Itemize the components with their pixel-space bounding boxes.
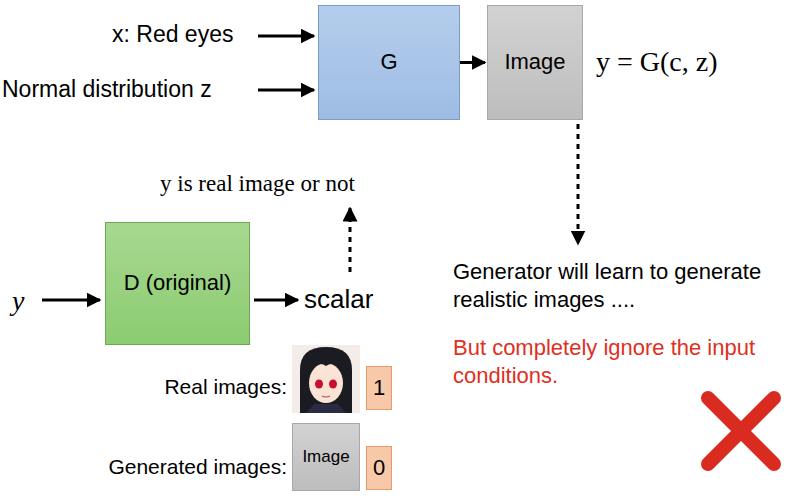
input-arrow (258, 35, 314, 38)
output-label: scalar (304, 283, 373, 316)
node-text: D (original) (123, 269, 233, 298)
input-arrow (42, 299, 100, 302)
label-box: 1 (366, 366, 392, 410)
node-text: Image (302, 446, 349, 468)
node-text: Image (504, 48, 565, 77)
noise-label: Normal distribution z (2, 75, 212, 104)
warning-text: But completely ignore the input conditio… (453, 334, 783, 389)
generator-box: G (318, 5, 460, 120)
input-label: y (12, 283, 24, 318)
formula-label: y = G(c, z) (596, 44, 718, 79)
condition-label: x: Red eyes (112, 20, 233, 49)
row-label: Real images: (164, 374, 287, 400)
node-text: G (380, 48, 397, 77)
input-arrow (258, 89, 314, 92)
red-cross (708, 398, 774, 464)
image-box: Image (292, 423, 360, 491)
image-box: Image (487, 5, 583, 120)
row-label: Generated images: (108, 454, 287, 480)
dotted-arrow (349, 208, 352, 272)
node-text: 1 (373, 374, 385, 403)
question-label: y is real image or not (160, 170, 355, 199)
dotted-arrow (577, 124, 580, 244)
label-box: 0 (366, 446, 392, 490)
note-text: Generator will learn to generate realist… (453, 258, 798, 313)
connector-arrow (460, 61, 485, 64)
anime-illustration (292, 345, 360, 413)
output-arrow (254, 299, 298, 302)
discriminator-box: D (original) (105, 222, 250, 345)
node-text: 0 (373, 454, 385, 483)
